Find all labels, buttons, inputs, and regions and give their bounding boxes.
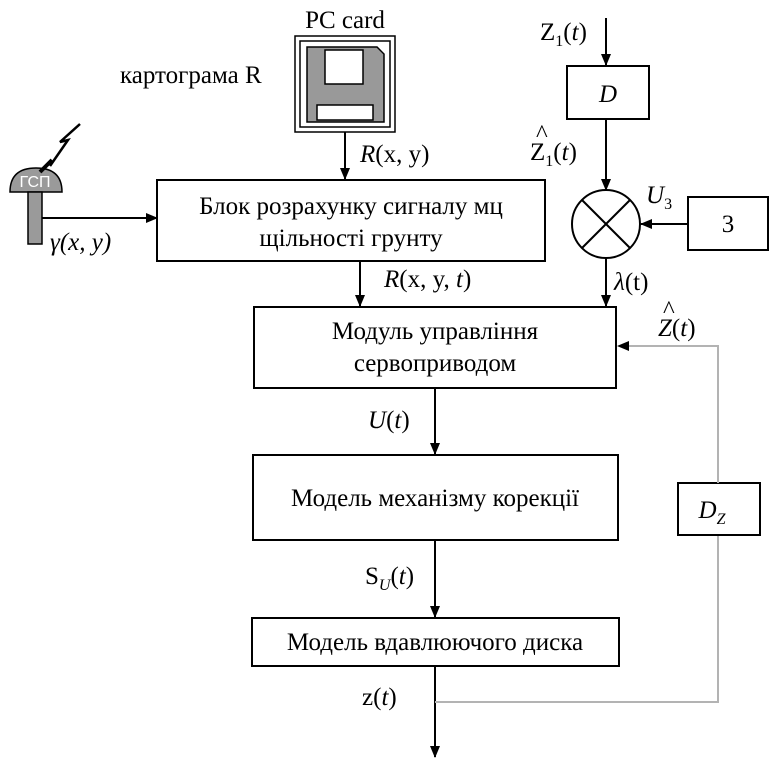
cartogram-label: картограма R — [120, 62, 262, 89]
multiplier-node — [571, 189, 641, 259]
signal-r-xyt: R(x, y, t) — [383, 266, 471, 293]
signal-gamma: γ(x, y) — [50, 229, 111, 256]
signal-z1: Z1(t) — [540, 19, 587, 50]
signal-z-t: z(t) — [362, 684, 397, 711]
block-d-label: D — [598, 81, 617, 108]
gps-antenna-icon — [9, 123, 81, 245]
disk-label: Модель вдавлюючого диска — [287, 629, 583, 656]
block-d — [566, 65, 650, 120]
block-dz-label: DZ — [698, 497, 727, 528]
signal-u3: U3 — [646, 182, 672, 213]
signal-s-u: SU(t) — [365, 563, 414, 594]
signal-z1-hat: Z1(t) — [530, 139, 577, 170]
block-3-label: 3 — [722, 211, 735, 238]
block-signal-calc — [156, 179, 546, 262]
signal-lambda: λ(t) — [613, 269, 648, 296]
servo-line2: сервоприводом — [354, 350, 517, 377]
block-dz — [677, 482, 761, 536]
signal-z-hat: Z(t) — [658, 315, 696, 342]
feedback-line-lower — [435, 535, 719, 703]
calc-line1: Блок розрахунку сигналу мц — [199, 193, 503, 220]
gsp-label: ГСП — [20, 174, 51, 191]
signal-r-xy: R(x, y) — [359, 141, 429, 168]
block-servo — [253, 306, 617, 389]
feedback-line-upper — [628, 345, 719, 483]
feedback-arrowhead — [617, 341, 629, 351]
corr-label: Модель механізму корекції — [291, 485, 579, 512]
signal-u-t: U(t) — [368, 407, 410, 434]
z1-hat-mark: ^ — [536, 121, 548, 148]
block-correction — [252, 454, 619, 541]
servo-line1: Модуль управління — [332, 318, 539, 345]
block-disk — [251, 617, 620, 667]
pc-card-label: PC card — [305, 7, 385, 34]
pc-card-icon — [294, 35, 396, 133]
calc-line2: щільності грунту — [259, 225, 443, 252]
z-hat-mark: ^ — [663, 297, 675, 324]
